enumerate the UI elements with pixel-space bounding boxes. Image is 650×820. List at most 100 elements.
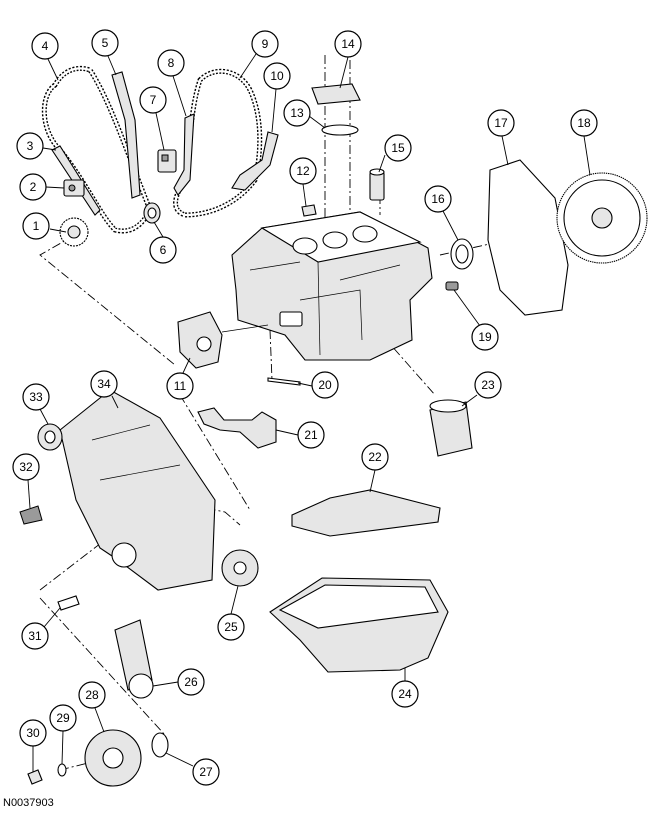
svg-text:19: 19 (478, 330, 492, 344)
svg-text:31: 31 (28, 629, 42, 643)
callout-4: 4 (31, 32, 59, 60)
svg-text:11: 11 (174, 379, 187, 393)
pulley-bolt (27, 769, 43, 785)
callout-7: 7 (139, 86, 167, 114)
svg-text:34: 34 (97, 377, 111, 391)
callout-18: 18 (570, 109, 598, 137)
callout-31: 31 (21, 622, 49, 650)
engine-block (231, 211, 433, 361)
svg-text:7: 7 (150, 93, 157, 107)
idler-pulley (37, 423, 63, 451)
svg-text:28: 28 (85, 688, 99, 702)
svg-text:23: 23 (481, 378, 495, 392)
callout-8: 8 (157, 49, 185, 77)
callout-11: 11 (166, 372, 194, 400)
callout-12: 12 (289, 157, 317, 185)
callout-23: 23 (474, 371, 502, 399)
svg-text:12: 12 (296, 164, 310, 178)
callout-28: 28 (78, 681, 106, 709)
oil-pan (269, 577, 449, 673)
callout-33: 33 (22, 383, 50, 411)
callout-2: 2 (19, 173, 47, 201)
crankshaft-pulley (84, 729, 142, 787)
svg-text:5: 5 (102, 36, 109, 50)
callout-20: 20 (311, 371, 339, 399)
crankshaft-sprocket (59, 217, 89, 247)
callout-21: 21 (297, 421, 325, 449)
callout-5: 5 (91, 29, 119, 57)
callout-14: 14 (334, 30, 362, 58)
callout-34: 34 (90, 370, 118, 398)
oil-filter (429, 399, 473, 457)
bolt-long (57, 595, 80, 611)
callout-6: 6 (149, 236, 177, 264)
svg-text:29: 29 (56, 711, 70, 725)
chain-guide-right-inner (173, 113, 195, 196)
rear-main-seal (450, 238, 474, 270)
svg-text:27: 27 (199, 765, 213, 779)
chain-guide-center (111, 71, 141, 199)
svg-text:20: 20 (318, 378, 332, 392)
svg-text:21: 21 (304, 428, 318, 442)
svg-text:30: 30 (26, 726, 40, 740)
callout-9: 9 (251, 30, 279, 58)
idler-sprocket (143, 202, 161, 224)
svg-text:22: 22 (368, 450, 382, 464)
water-pump (221, 549, 259, 587)
chain-tensioner-right (157, 149, 177, 173)
callout-29: 29 (49, 704, 77, 732)
callout-3: 3 (16, 132, 44, 160)
crankshaft-front-seal (151, 732, 169, 758)
figure-id: N0037903 (3, 797, 54, 809)
callout-30: 30 (19, 719, 47, 747)
svg-text:13: 13 (290, 106, 304, 120)
callout-25: 25 (217, 613, 245, 641)
callout-10: 10 (263, 62, 291, 90)
dowel-pin (267, 377, 301, 386)
svg-text:8: 8 (168, 56, 175, 70)
svg-text:4: 4 (42, 39, 49, 53)
timing-chain-left (41, 65, 153, 234)
svg-text:16: 16 (431, 192, 445, 206)
callout-26: 26 (177, 668, 205, 696)
svg-text:33: 33 (29, 390, 43, 404)
svg-text:10: 10 (270, 69, 284, 83)
svg-text:2: 2 (30, 180, 37, 194)
callout-1: 1 (22, 212, 50, 240)
chain-tensioner-left (63, 179, 85, 197)
callout-17: 17 (487, 109, 515, 137)
oil-pickup-tube (197, 407, 277, 449)
flexplate (556, 172, 648, 264)
cam-sensor (19, 505, 43, 525)
callout-24: 24 (391, 680, 419, 708)
washer (57, 763, 67, 777)
oil-pump (177, 311, 269, 369)
svg-text:32: 32 (19, 460, 33, 474)
sleeve-bushing (369, 168, 385, 201)
svg-text:24: 24 (398, 687, 412, 701)
svg-text:18: 18 (577, 116, 591, 130)
separator-plate (487, 159, 569, 316)
svg-text:14: 14 (341, 37, 355, 51)
cup-plug (301, 204, 317, 217)
svg-text:25: 25 (224, 620, 238, 634)
seal-ring-top (321, 124, 359, 136)
windage-tray (291, 489, 441, 537)
callout-19: 19 (471, 323, 499, 351)
svg-text:26: 26 (184, 675, 198, 689)
callout-15: 15 (384, 134, 412, 162)
svg-text:6: 6 (160, 243, 167, 257)
belt-tensioner (114, 619, 154, 699)
callout-32: 32 (12, 453, 40, 481)
svg-text:3: 3 (27, 139, 34, 153)
callout-22: 22 (361, 443, 389, 471)
callout-27: 27 (192, 758, 220, 786)
svg-text:1: 1 (33, 219, 40, 233)
svg-text:9: 9 (262, 37, 269, 51)
sensor (445, 281, 459, 291)
leader-lines (27, 53, 591, 772)
front-cover (59, 389, 216, 591)
svg-text:15: 15 (391, 141, 405, 155)
callout-16: 16 (424, 185, 452, 213)
